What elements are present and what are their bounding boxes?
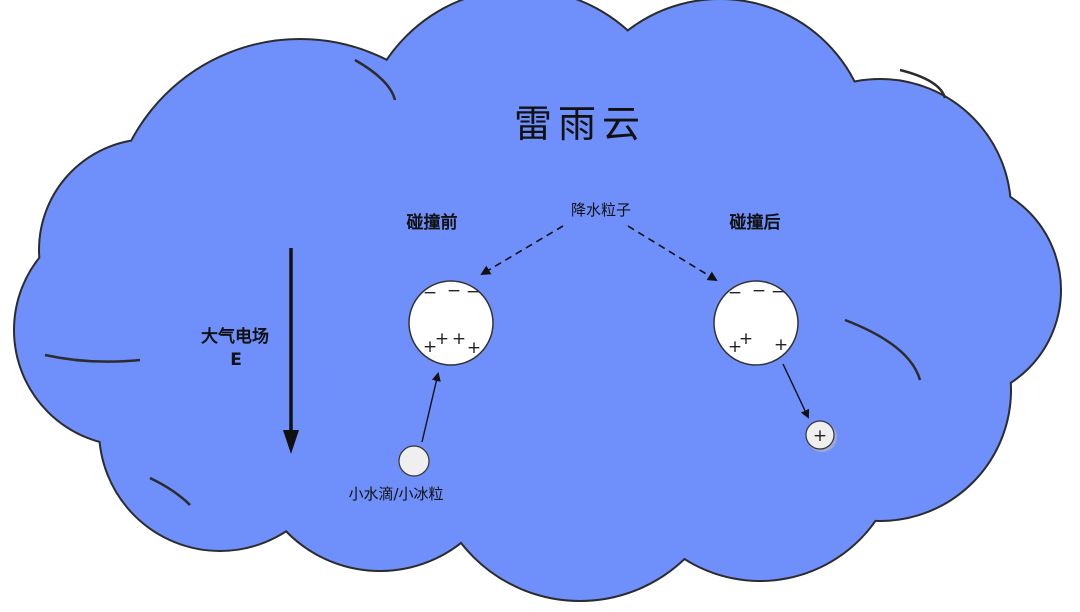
arrow-particle-to-small-positive bbox=[782, 363, 810, 419]
dashed-arrow-to-after bbox=[627, 225, 718, 282]
label-precipitation-particle: 降水粒子 bbox=[571, 201, 631, 219]
dashed-arrow-to-before bbox=[480, 225, 564, 276]
label-before-collision: 碰撞前 bbox=[407, 212, 458, 233]
neg-charge: − bbox=[466, 282, 480, 302]
small-droplet bbox=[398, 445, 430, 477]
pos-charge: + bbox=[452, 329, 466, 349]
pos-charge: + bbox=[739, 329, 753, 349]
pos-charge: + bbox=[435, 329, 449, 349]
pos-charge: + bbox=[467, 338, 481, 358]
label-after-collision: 碰撞后 bbox=[730, 212, 781, 233]
label-small-droplet: 小水滴/小冰粒 bbox=[348, 485, 443, 503]
arrow-droplet-to-particle bbox=[421, 372, 441, 443]
neg-charge: − bbox=[752, 281, 766, 301]
neg-charge: − bbox=[423, 283, 437, 303]
neg-charge: − bbox=[728, 283, 742, 303]
cloud-title: 雷雨云 bbox=[514, 102, 646, 146]
thundercloud-shape bbox=[13, 0, 1062, 602]
small-positive-particle: + bbox=[805, 420, 837, 452]
pos-charge: + bbox=[813, 426, 827, 446]
label-field-symbol: E bbox=[230, 350, 242, 370]
pos-charge: + bbox=[728, 337, 742, 357]
neg-charge: − bbox=[447, 281, 461, 301]
label-atmospheric-field: 大气电场 bbox=[201, 326, 269, 347]
particle-after: − − − + + + bbox=[713, 280, 799, 366]
pos-charge: + bbox=[774, 335, 788, 355]
field-arrow bbox=[283, 248, 299, 454]
pos-charge: + bbox=[423, 337, 437, 357]
neg-charge: − bbox=[771, 282, 785, 302]
particle-before: − − − + + + + bbox=[408, 280, 494, 366]
